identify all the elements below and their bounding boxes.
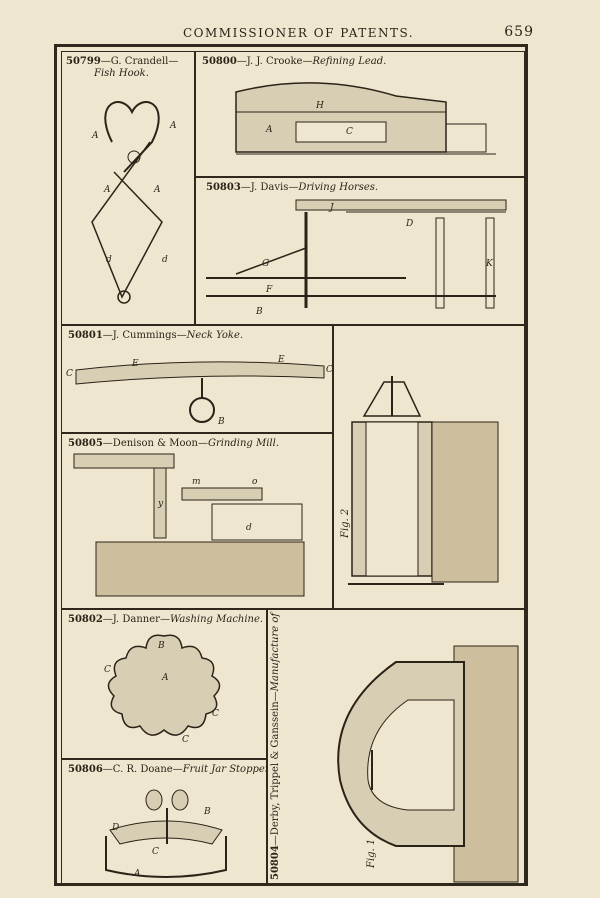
furnace-fig2-drawing	[348, 376, 499, 585]
svg-text:A: A	[103, 185, 111, 195]
svg-text:C: C	[346, 127, 353, 137]
svg-text:J: J	[328, 203, 335, 213]
furnace-fig1-drawing	[337, 645, 519, 883]
panel-grinding-mill: 50805—Denison & Moon—Grinding Mill. m o y…	[61, 433, 333, 609]
neck-yoke-drawing: C C E E B	[66, 355, 333, 427]
patent-title: Driving Horses.	[298, 182, 379, 193]
caption-washing-machine: 50802—J. Danner—Washing Machine.	[68, 614, 264, 625]
driving-horses-drawing: J D G F B K	[206, 199, 507, 317]
svg-text:D: D	[111, 823, 119, 833]
svg-text:A: A	[161, 673, 169, 683]
svg-text:K: K	[485, 259, 494, 269]
svg-text:A: A	[133, 869, 141, 879]
caption-grinding-mill: 50805—Denison & Moon—Grinding Mill.	[68, 438, 279, 449]
svg-text:y: y	[157, 499, 164, 509]
panel-steel-fig2: Fig. 2	[333, 325, 525, 609]
patent-inventor: J. Cummings	[112, 330, 177, 341]
svg-text:H: H	[315, 101, 324, 111]
caption-neck-yoke: 50801—J. Cummings—Neck Yoke.	[68, 330, 244, 341]
svg-text:F: F	[265, 285, 273, 295]
svg-text:B: B	[203, 807, 211, 817]
fish-hook-drawing: A A A A d d	[91, 101, 177, 304]
panel-washing-machine: 50802—J. Danner—Washing Machine. A B C C C	[61, 609, 267, 759]
panel-manufacture-steel: 50804—Derby, Trippel & Ganssein—Manufact…	[267, 609, 525, 885]
panel-fish-hook: 50799—G. Crandell— Fish Hook. A A A A d d	[61, 51, 195, 325]
svg-text:d: d	[106, 255, 112, 265]
patent-title: Fish Hook.	[94, 68, 149, 79]
washing-machine-drawing: A B C C C	[104, 634, 221, 745]
svg-text:A: A	[153, 185, 161, 195]
patent-title: Grinding Mill.	[207, 438, 279, 449]
patent-number: 50802	[68, 614, 103, 625]
caption-fish-hook: 50799—G. Crandell— Fish Hook.	[66, 56, 179, 79]
panel-driving-horses: 50803—J. Davis—Driving Horses. J D G F B K	[195, 177, 525, 325]
svg-text:B: B	[217, 417, 225, 427]
patent-number: 50800	[202, 56, 237, 67]
caption-refining-lead: 50800—J. J. Crooke—Refining Lead.	[202, 56, 387, 67]
page-title: COMMISSIONER OF PATENTS.	[183, 26, 415, 40]
svg-text:D: D	[405, 219, 413, 229]
svg-text:A: A	[91, 131, 99, 141]
panel-neck-yoke: 50801—J. Cummings—Neck Yoke. C C E E B	[61, 325, 333, 433]
svg-text:A: A	[169, 121, 177, 131]
fruit-jar-stopper-drawing: D B C A	[105, 789, 227, 879]
panel-fruit-jar-stopper: 50806—C. R. Doane—Fruit Jar Stopper. D B …	[61, 759, 267, 885]
fig2-label: Fig. 2	[340, 508, 351, 538]
svg-text:C: C	[104, 665, 111, 675]
patent-inventor: J. Danner	[112, 614, 160, 625]
patent-inventor: G. Crandell	[110, 56, 169, 67]
svg-text:d: d	[246, 523, 252, 533]
svg-text:C: C	[326, 365, 333, 375]
caption-driving-horses: 50803—J. Davis—Driving Horses.	[206, 182, 379, 193]
patent-number: 50799	[66, 56, 101, 67]
caption-fruit-jar-stopper: 50806—C. R. Doane—Fruit Jar Stopper.	[68, 764, 267, 776]
patent-title: Washing Machine.	[169, 614, 264, 625]
patent-number: 50803	[206, 182, 241, 193]
svg-text:C: C	[152, 847, 159, 857]
patent-title: Neck Yoke.	[186, 330, 244, 341]
svg-text:B: B	[255, 307, 263, 317]
patent-number: 50806	[68, 764, 103, 775]
patent-inventor: C. R. Doane	[112, 764, 173, 775]
svg-text:B: B	[157, 641, 165, 651]
svg-text:d: d	[162, 255, 168, 265]
patent-number: 50805	[68, 438, 103, 449]
grinding-mill-drawing: m o y d	[73, 453, 305, 597]
page-header: COMMISSIONER OF PATENTS. 659	[0, 0, 600, 40]
patent-number: 50801	[68, 330, 103, 341]
furnace-drawing: H A C	[235, 82, 496, 155]
patent-frame: 50799—G. Crandell— Fish Hook. A A A A d d 5…	[54, 44, 528, 886]
svg-text:E: E	[131, 359, 139, 369]
svg-text:o: o	[252, 477, 258, 487]
svg-text:C: C	[182, 735, 189, 745]
patent-inventor: J. Davis	[250, 182, 289, 193]
svg-text:E: E	[277, 355, 285, 365]
patent-title: Refining Lead.	[312, 56, 387, 67]
page-number: 659	[504, 24, 534, 40]
panel-refining-lead: 50800—J. J. Crooke—Refining Lead. H A C	[195, 51, 525, 177]
patent-title: Fruit Jar Stopper.	[182, 764, 267, 775]
patent-inventor: J. J. Crooke	[246, 56, 303, 67]
patent-inventor: Denison & Moon	[112, 438, 198, 449]
fig1-label: Fig. 1	[366, 838, 377, 868]
svg-text:A: A	[265, 125, 273, 135]
svg-text:C: C	[66, 369, 73, 379]
svg-text:C: C	[212, 709, 219, 719]
svg-text:m: m	[192, 477, 201, 487]
svg-text:G: G	[262, 259, 269, 269]
